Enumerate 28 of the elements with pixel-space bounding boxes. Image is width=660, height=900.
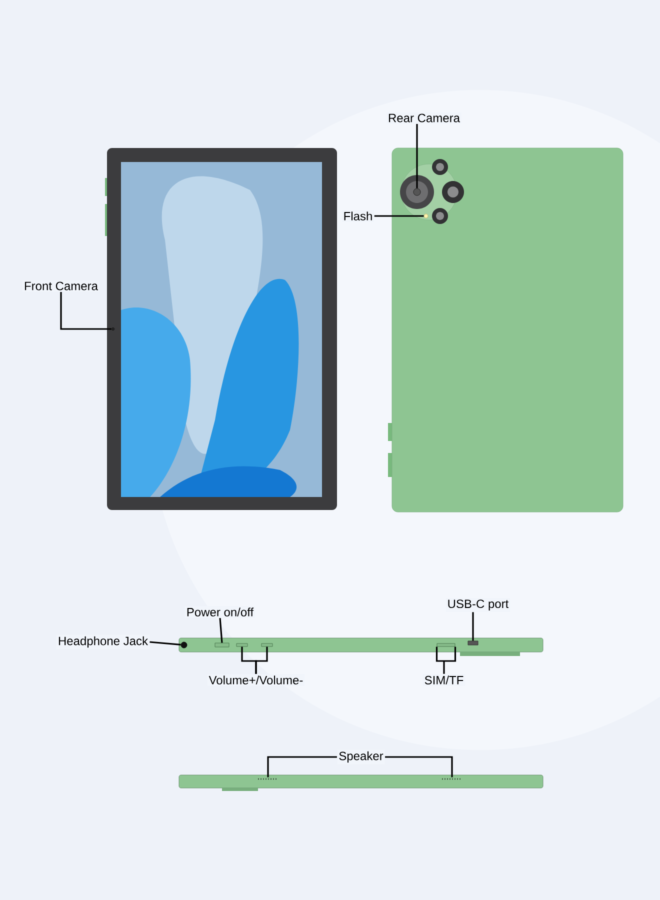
leader-line xyxy=(60,292,112,330)
leader-line xyxy=(374,215,424,217)
callout-label: Rear Camera xyxy=(386,112,462,124)
camera-lens xyxy=(413,188,421,196)
leader-line xyxy=(219,618,223,643)
callout-label: SIM/TF xyxy=(422,674,466,686)
power-button xyxy=(214,642,230,648)
leader-line xyxy=(416,124,418,188)
callout-label: Power on/off xyxy=(184,606,256,618)
leader-line xyxy=(267,756,337,778)
leader-line xyxy=(385,756,453,778)
callout-label: Headphone Jack xyxy=(56,634,150,650)
speaker-grille xyxy=(442,777,462,781)
sim-slot xyxy=(436,643,456,647)
callout-label: Volume+/Volume- xyxy=(207,674,305,686)
volume-button xyxy=(261,643,273,647)
callout-label: Flash xyxy=(342,210,374,222)
headphone-jack xyxy=(180,642,188,648)
leader-line xyxy=(436,646,456,675)
flash-light xyxy=(424,214,428,218)
usb-port xyxy=(468,640,478,646)
leader-line xyxy=(255,646,268,674)
leader-line xyxy=(472,612,474,641)
callout-label: Front Camera xyxy=(22,280,100,292)
volume-button xyxy=(236,643,248,647)
callout-label: Speaker xyxy=(337,750,385,764)
callout-label: USB-C port xyxy=(446,598,510,612)
speaker-grille xyxy=(258,777,278,781)
